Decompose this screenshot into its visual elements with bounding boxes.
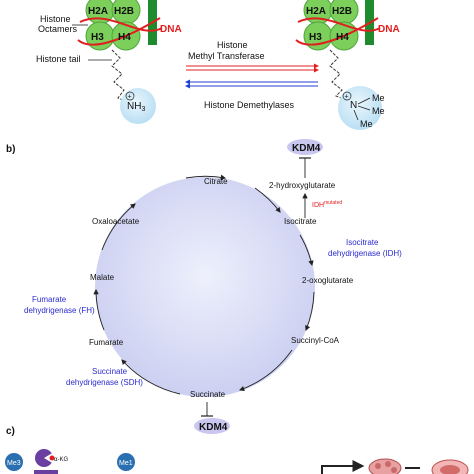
histone-octamers-line2: Octamers [38,24,78,34]
kdm4-top-badge [287,139,323,155]
histone-octamers-line1: Histone [40,14,71,24]
kdm4-top-label: KDM4 [292,143,321,154]
h3-label-left: H3 [91,32,104,43]
arrow-2og [299,234,314,267]
arrow-malate [93,288,105,331]
metabolite-fumarate: Fumarate [89,338,124,347]
dna-label-right: DNA [378,24,400,35]
right-nucleosome: H2A H2B H3 H4 DNA [295,0,400,51]
akg-label: α-KG [54,457,68,463]
arrow-isocitrate [254,187,281,213]
metabolite-2-oxoglutarate: 2-oxoglutarate [302,276,354,285]
arrow-fumarate [121,359,181,395]
h2a-label-left: H2A [88,6,108,17]
enzyme-idh-line1: Isocitrate [346,238,379,247]
enzyme-sdh-line2: dehydrigenase (SDH) [66,378,143,387]
idh-mutated-label: IDHmutated [312,200,342,209]
metabolite-isocitrate: Isocitrate [284,217,317,226]
tca-cycle-circle [95,177,315,397]
n-label: N [350,100,357,111]
methyl-transferase-line1: Histone [217,40,248,50]
left-nucleosome: H2A H2B H3 H4 DNA [77,0,182,51]
two-hg-label: 2-hydroxyglutarate [269,181,336,190]
n-charge: + [345,94,349,101]
kdm4-bottom-label: KDM4 [199,422,228,433]
demethylases-label: Histone Demethylases [204,100,295,110]
h4-label-right: H4 [336,32,349,43]
h2b-label-left: H2B [114,6,134,17]
me3-badge [5,453,23,471]
metabolite-succinyl-coa: Succinyl-CoA [291,336,340,345]
me3-badge-label: Me3 [7,460,21,467]
arrow-citrate [185,174,227,180]
nh3-charge: + [128,94,132,101]
enzyme-fh-line2: dehydrigenase (FH) [24,306,95,315]
panel-b-label: b) [6,144,15,155]
me-label-2: Me [372,106,385,116]
histone-tail-left [111,49,133,105]
me1-badge [117,453,135,471]
histone-tail-label: Histone tail [36,54,81,64]
me1-badge-label: Me1 [119,460,133,467]
metabolite-citrate: Citrate [204,177,228,186]
enzyme-idh-line2: dehydrigenase (IDH) [328,249,402,258]
dna-strand-left [77,17,163,46]
me-label-1: Me [372,93,385,103]
panel-c-label: c) [6,426,15,437]
metabolite-malate: Malate [90,273,115,282]
kdm4-bottom-badge [194,418,230,434]
arrow-succinylcoa [305,291,315,332]
dna-label-left: DNA [160,24,182,35]
nh3-bubble [120,88,156,124]
metabolite-succinate: Succinate [190,390,226,399]
histone-tail-right [329,49,347,101]
nh3-label: NH3 [127,101,145,113]
enzyme-fh-line1: Fumarate [32,295,67,304]
progression-arrow [321,460,365,474]
h3-label-right: H3 [309,32,322,43]
methylated-bubble [338,86,382,130]
metabolite-oxaloacetate: Oxaloacetate [92,217,140,226]
me-label-3: Me [360,119,373,129]
h2a-label-right: H2A [306,6,326,17]
enzyme-sdh-line1: Succinate [92,367,128,376]
h4-label-left: H4 [118,32,131,43]
panel-b: b) KDM4 2-hydroxyglutarate IDHmutated Ci… [6,139,402,434]
methyl-transferase-line2: Methyl Transferase [188,51,265,61]
panel-a: H2A H2B H3 H4 DNA Histone Octamers Histo… [36,0,400,130]
panel-c: c) Me3 α-KG Me1 [5,426,469,474]
arrow-oxaloacetate [101,203,136,251]
h2b-label-right: H2B [332,6,352,17]
dna-strand-right [295,17,381,46]
arrow-succinate [238,349,293,392]
